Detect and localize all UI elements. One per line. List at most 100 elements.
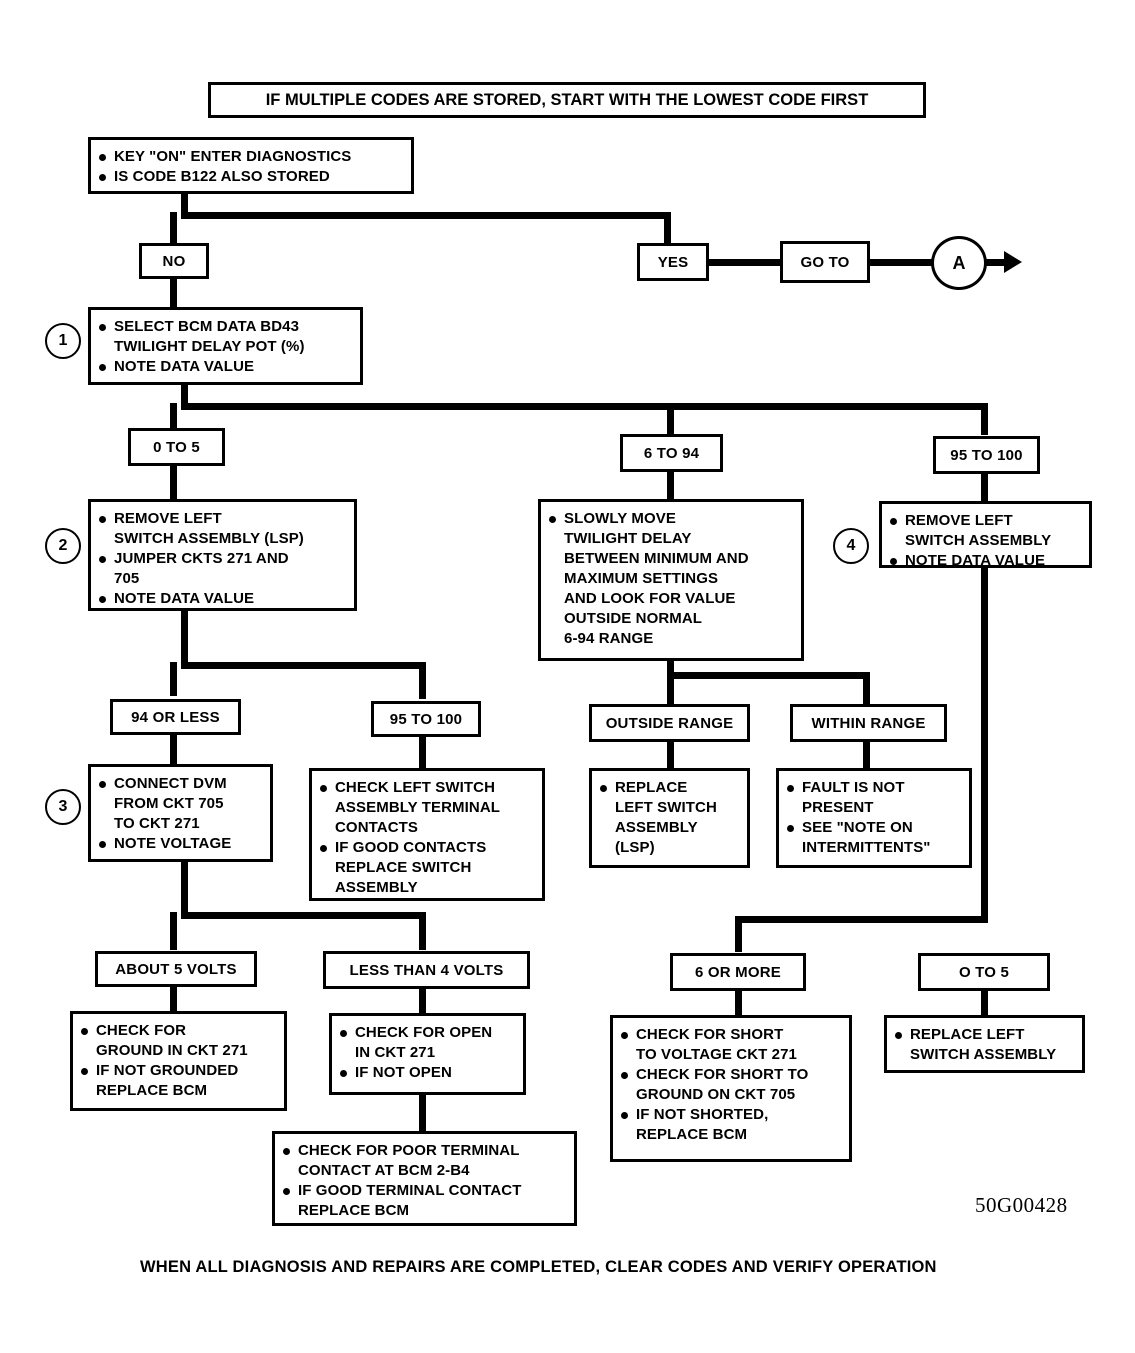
connector-to-95to100: [981, 403, 988, 435]
branch-label-95-to-100-b: 95 TO 100: [371, 701, 481, 737]
connector-94orless-down: [170, 734, 177, 771]
header-banner: IF MULTIPLE CODES ARE STORED, START WITH…: [208, 82, 926, 118]
branch-label-less-than-4-volts: LESS THAN 4 VOLTS: [323, 951, 530, 989]
connector-oto5-down: [981, 990, 988, 1016]
box-check-left-switch-item-2: IF GOOD CONTACTS REPLACE SWITCH ASSEMBLY: [318, 838, 534, 898]
box-step1-item-2: NOTE DATA VALUE: [97, 357, 352, 377]
box-poor-terminal: CHECK FOR POOR TERMINAL CONTACT AT BCM 2…: [272, 1131, 577, 1226]
goto-box: GO TO: [780, 241, 870, 283]
branch-label-94-or-less-text: 94 OR LESS: [131, 708, 220, 726]
branch-label-within-range-text: WITHIN RANGE: [811, 714, 926, 732]
box-start-item-2: IS CODE B122 ALSO STORED: [97, 167, 403, 187]
box-check-ground-item-2: IF NOT GROUNDED REPLACE BCM: [79, 1061, 276, 1101]
box-step1-item-1: SELECT BCM DATA BD43 TWILIGHT DELAY POT …: [97, 317, 352, 357]
box-replace-left-switch-item-1: REPLACE LEFT SWITCH ASSEMBLY: [893, 1025, 1074, 1065]
connector-yes-to-goto: [708, 259, 781, 266]
connector-circle-a-text: A: [952, 252, 966, 273]
connector-circle-a: A: [931, 236, 987, 290]
box-step2-item-2: JUMPER CKTS 271 AND 705: [97, 549, 346, 589]
connector-95to100b-down: [419, 736, 426, 770]
connector-to-6to94: [667, 403, 674, 435]
connector-less4-down: [419, 988, 426, 1014]
box-check-short-item-2: CHECK FOR SHORT TO GROUND ON CKT 705: [619, 1065, 841, 1105]
connector-step2-hbar: [181, 662, 426, 669]
connector-6ormore-down: [735, 990, 742, 1016]
connector-to-no: [170, 212, 177, 244]
box-step4: REMOVE LEFT SWITCH ASSEMBLY NOTE DATA VA…: [879, 501, 1092, 571]
box-step2-item-3: NOTE DATA VALUE: [97, 589, 346, 609]
box-check-open-item-1: CHECK FOR OPEN IN CKT 271: [338, 1023, 515, 1063]
box-check-open: CHECK FOR OPEN IN CKT 271 IF NOT OPEN: [329, 1013, 526, 1095]
box-replace-left-switch: REPLACE LEFT SWITCH ASSEMBLY: [884, 1015, 1085, 1073]
connector-to-94orless: [170, 662, 177, 696]
branch-label-95-to-100: 95 TO 100: [933, 436, 1040, 474]
box-slowly-move: SLOWLY MOVE TWILIGHT DELAY BETWEEN MINIM…: [538, 499, 804, 661]
header-banner-text: IF MULTIPLE CODES ARE STORED, START WITH…: [265, 90, 869, 109]
connector-within-down: [863, 741, 870, 771]
connector-a-tail: [985, 259, 1007, 266]
branch-label-no: NO: [139, 243, 209, 279]
box-step2: REMOVE LEFT SWITCH ASSEMBLY (LSP) JUMPER…: [88, 499, 357, 611]
box-poor-terminal-item-2: IF GOOD TERMINAL CONTACT REPLACE BCM: [281, 1181, 566, 1221]
branch-label-about-5-volts-text: ABOUT 5 VOLTS: [115, 960, 237, 978]
connector-step4-stem: [981, 568, 988, 923]
arrow-head-right: [1004, 251, 1022, 273]
box-step1: SELECT BCM DATA BD43 TWILIGHT DELAY POT …: [88, 307, 363, 385]
box-fault-not-present-item-2: SEE "NOTE ON INTERMITTENTS": [785, 818, 961, 858]
box-check-short-item-3: IF NOT SHORTED, REPLACE BCM: [619, 1105, 841, 1145]
connector-step1-stem: [181, 385, 188, 407]
branch-label-0-to-5: 0 TO 5: [128, 428, 225, 466]
branch-label-6-or-more: 6 OR MORE: [670, 953, 806, 991]
connector-goto-to-a: [869, 259, 933, 266]
branch-label-within-range: WITHIN RANGE: [790, 704, 947, 742]
goto-box-text: GO TO: [800, 253, 850, 271]
connector-outside-down: [667, 741, 674, 771]
box-step3-item-1: CONNECT DVM FROM CKT 705 TO CKT 271: [97, 774, 262, 834]
box-start: KEY "ON" ENTER DIAGNOSTICS IS CODE B122 …: [88, 137, 414, 194]
connector-to-6ormore: [735, 916, 742, 952]
box-check-left-switch: CHECK LEFT SWITCH ASSEMBLY TERMINAL CONT…: [309, 768, 545, 901]
box-check-ground-item-1: CHECK FOR GROUND IN CKT 271: [79, 1021, 276, 1061]
branch-label-less-than-4-volts-text: LESS THAN 4 VOLTS: [349, 961, 504, 979]
footer-note: WHEN ALL DIAGNOSIS AND REPAIRS ARE COMPL…: [140, 1258, 937, 1276]
branch-label-94-or-less: 94 OR LESS: [110, 699, 241, 735]
branch-label-outside-range-text: OUTSIDE RANGE: [605, 714, 734, 732]
branch-label-95-to-100-text: 95 TO 100: [950, 446, 1023, 464]
connector-to-yes: [664, 212, 671, 244]
box-step3: CONNECT DVM FROM CKT 705 TO CKT 271 NOTE…: [88, 764, 273, 862]
branch-label-95-to-100-b-text: 95 TO 100: [389, 710, 463, 728]
box-check-left-switch-item-1: CHECK LEFT SWITCH ASSEMBLY TERMINAL CONT…: [318, 778, 534, 838]
connector-start-stem: [181, 194, 188, 216]
box-step4-item-2: NOTE DATA VALUE: [888, 551, 1081, 571]
branch-label-about-5-volts: ABOUT 5 VOLTS: [95, 951, 257, 987]
box-step3-item-2: NOTE VOLTAGE: [97, 834, 262, 854]
branch-label-o-to-5: O TO 5: [918, 953, 1050, 991]
connector-checkopen-to-poorterm: [419, 1094, 426, 1136]
branch-label-0-to-5-text: 0 TO 5: [153, 438, 200, 456]
connector-step3-stem: [181, 861, 188, 916]
branch-label-yes: YES: [637, 243, 709, 281]
connector-about5-down: [170, 986, 177, 1012]
box-check-ground: CHECK FOR GROUND IN CKT 271 IF NOT GROUN…: [70, 1011, 287, 1111]
branch-label-no-text: NO: [162, 252, 186, 270]
box-start-item-1: KEY "ON" ENTER DIAGNOSTICS: [97, 147, 403, 167]
box-step2-item-1: REMOVE LEFT SWITCH ASSEMBLY (LSP): [97, 509, 346, 549]
connector-to-outside-range: [667, 672, 674, 706]
step-number-1-text: 1: [58, 332, 68, 349]
box-replace-lsp: REPLACE LEFT SWITCH ASSEMBLY (LSP): [589, 768, 750, 868]
connector-step2-stem: [181, 611, 188, 666]
branch-label-6-to-94-text: 6 TO 94: [643, 444, 700, 462]
connector-0to5-down: [170, 465, 177, 500]
step-number-4: 4: [833, 528, 869, 564]
connector-step4-hbar: [735, 916, 988, 923]
step-number-2: 2: [45, 528, 81, 564]
connector-to-within-range: [863, 672, 870, 706]
branch-label-6-to-94: 6 TO 94: [620, 434, 723, 472]
step-number-1: 1: [45, 323, 81, 359]
box-fault-not-present: FAULT IS NOT PRESENT SEE "NOTE ON INTERM…: [776, 768, 972, 868]
box-poor-terminal-item-1: CHECK FOR POOR TERMINAL CONTACT AT BCM 2…: [281, 1141, 566, 1181]
box-check-open-item-2: IF NOT OPEN: [338, 1063, 515, 1083]
connector-no-to-step1: [170, 278, 177, 308]
connector-to-about5: [170, 912, 177, 950]
